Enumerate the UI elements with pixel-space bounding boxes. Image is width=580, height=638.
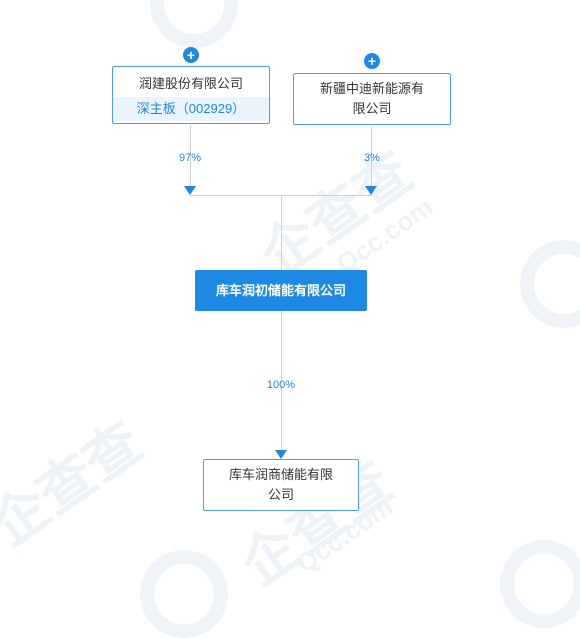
shareholder-name: 限公司 [352, 101, 392, 116]
shareholding-percent: 3% [364, 152, 380, 164]
arrow-down-icon [184, 186, 196, 195]
subsidiary-name: 库车润商储能有限 [228, 467, 333, 482]
connector-line [281, 195, 282, 270]
subsidiary-node[interactable]: 库车润商储能有限 公司 [203, 459, 359, 511]
shareholder-name: 润建股份有限公司 [138, 76, 243, 91]
shareholding-percent: 97% [178, 152, 202, 164]
connector-line [190, 125, 191, 187]
shareholder-node[interactable]: 新疆中迪新能源有 限公司 [293, 73, 451, 125]
expand-plus-icon[interactable]: + [183, 47, 199, 63]
connector-line [371, 126, 372, 187]
shareholding-percent: 100% [266, 379, 296, 391]
watermark-text: 企查查 [0, 409, 154, 558]
watermark-logo [520, 240, 580, 328]
subsidiary-name: 公司 [267, 487, 294, 502]
shareholder-name: 新疆中迪新能源有 [319, 81, 424, 96]
watermark-logo [150, 0, 238, 48]
arrow-down-icon [365, 186, 377, 195]
stock-code-link[interactable]: 深主板（002929） [113, 97, 269, 121]
watermark-domain: Qcc.com [331, 191, 439, 279]
watermark-text: 企查查 [249, 139, 424, 288]
connector-line [281, 311, 282, 452]
watermark-logo [500, 540, 580, 628]
arrow-down-icon [275, 450, 287, 459]
expand-plus-icon[interactable]: + [364, 53, 380, 69]
company-node[interactable]: 库车润初储能有限公司 [195, 270, 367, 311]
shareholder-node[interactable]: 润建股份有限公司 深主板（002929） [112, 66, 270, 124]
watermark-logo [140, 550, 228, 638]
